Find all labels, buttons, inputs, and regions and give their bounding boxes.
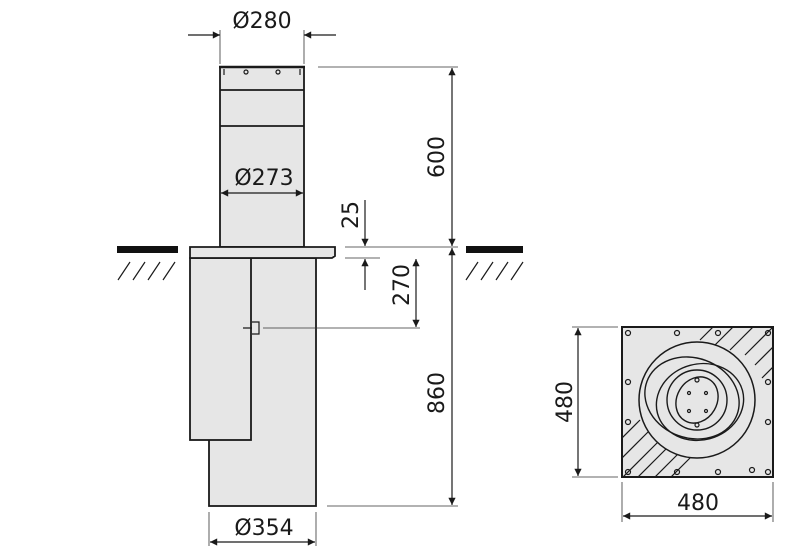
- dim-base: Ø354: [208, 512, 317, 546]
- dim-tube-diameter: Ø273: [234, 166, 293, 191]
- base-plate-top-view: 480 480: [553, 326, 774, 522]
- dim-270: 270: [390, 264, 415, 306]
- dim-tube: Ø273: [221, 166, 303, 197]
- ground-right: [465, 246, 524, 281]
- dim-heights: 600 25 270 860: [318, 66, 458, 507]
- dim-plate-height: 480: [553, 381, 578, 423]
- ground-left: [117, 246, 178, 281]
- bollard-side-view: [189, 65, 420, 507]
- dim-plate-width: 480: [677, 491, 719, 516]
- dim-600: 600: [425, 136, 450, 178]
- dim-top-diameter: Ø280: [232, 9, 291, 34]
- dim-top: Ø280: [188, 9, 336, 64]
- dim-860: 860: [425, 372, 450, 414]
- dim-base-diameter: Ø354: [234, 516, 293, 541]
- dim-25: 25: [339, 201, 364, 229]
